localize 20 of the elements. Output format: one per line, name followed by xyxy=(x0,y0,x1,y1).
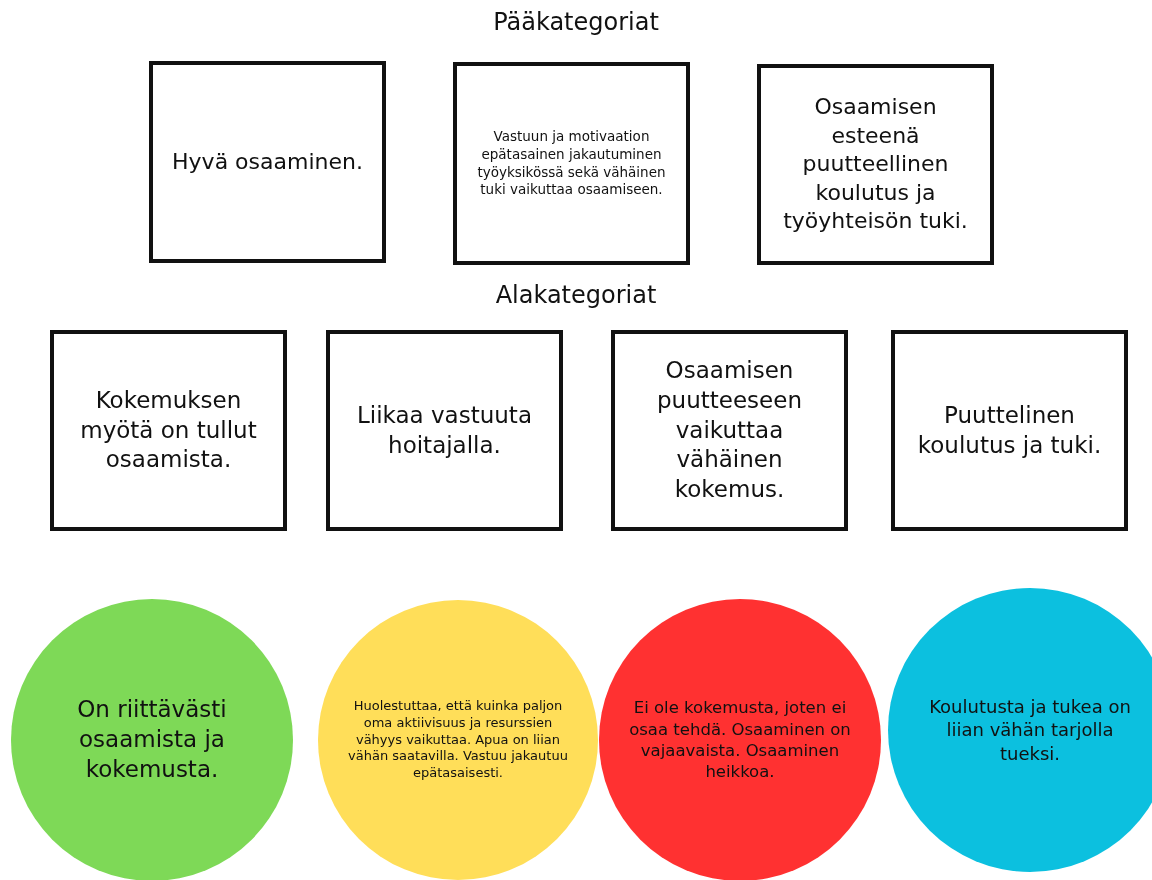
section-heading: Pääkategoriat xyxy=(492,8,660,36)
category-box xyxy=(50,330,287,531)
category-text: Koulutusta ja tukea on liian vähän tarjolla tueksi. xyxy=(928,694,1132,766)
section-heading: Alakategoriat xyxy=(494,281,658,309)
category-text: On riittävästi osaamista ja kokemusta. xyxy=(76,695,228,784)
category-text: Osaamisen puutteeseen vaikuttaa vähäinen kokemus. xyxy=(656,355,803,505)
category-text: Ei ole kokemusta, joten ei osaa tehdä. Osaaminen on vajaavaista. Osaaminen heikkoa. xyxy=(628,697,852,783)
category-box xyxy=(891,330,1128,531)
category-text: Hyvä osaaminen. xyxy=(171,147,364,176)
category-text: Kokemuksen myötä on tullut osaamista. xyxy=(79,385,258,475)
category-text: Vastuun ja motivaation epätasainen jakautuminen työyksikössä sekä vähäinen tuki vaikuttaa osaamiseen. xyxy=(476,128,667,199)
category-box xyxy=(149,61,386,263)
category-text: Osaamisen esteenä puutteellinen koulutus ja työyhteisön tuki. xyxy=(782,93,969,236)
category-text: Liikaa vastuuta hoitajalla. xyxy=(356,400,533,460)
category-box xyxy=(757,64,994,265)
category-text: Puuttelinen koulutus ja tuki. xyxy=(916,400,1103,460)
category-text: Huolestuttaa, että kuinka paljon oma aktiivisuus ja resurssien vähyys vaikuttaa. Apua on liian vähän saatavilla. Vastuu jakautuu epätasaisesti. xyxy=(347,697,569,783)
category-box xyxy=(453,62,690,265)
category-box xyxy=(326,330,563,531)
category-box xyxy=(611,330,848,531)
